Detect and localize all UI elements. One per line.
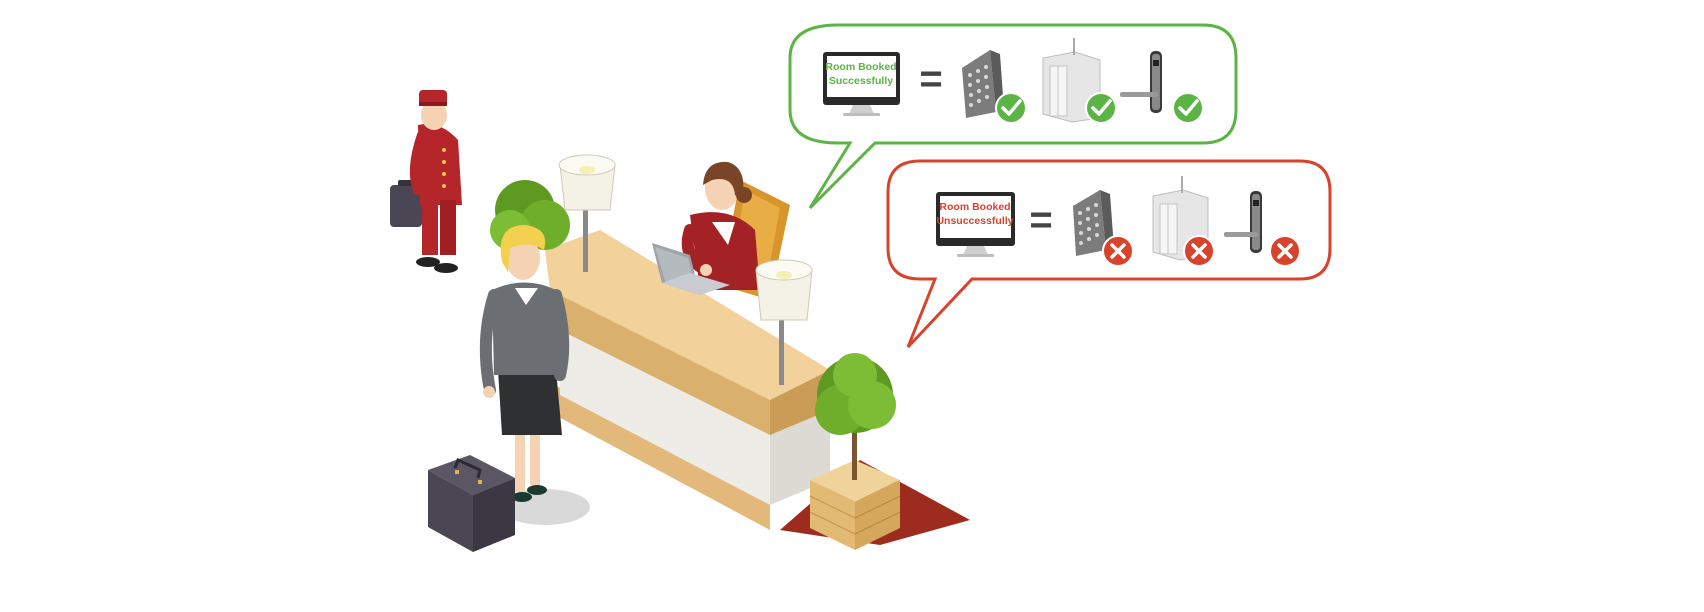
laptop-icon	[652, 243, 730, 295]
failure-message-line1: Room Booked	[939, 201, 1010, 213]
door-handle-icon	[1224, 191, 1262, 253]
failure-message-line2: Unsuccessfully	[936, 215, 1013, 227]
hotel-guest	[479, 225, 570, 502]
potted-tree	[809, 353, 901, 550]
reception-desk	[545, 230, 830, 530]
success-equals: =	[919, 57, 942, 101]
success-speech-bubble: Room Booked Successfully =	[788, 23, 1238, 210]
failure-speech-bubble: Room Booked Unsuccessfully =	[886, 159, 1332, 349]
door-handle-icon	[1120, 51, 1162, 113]
cross-icon	[1102, 235, 1134, 267]
success-message-line1: Room Booked	[825, 61, 896, 73]
bellhop	[390, 90, 462, 273]
failure-equals: =	[1029, 198, 1052, 242]
checkmark-icon	[995, 92, 1027, 124]
checkmark-icon	[1085, 92, 1117, 124]
success-monitor: Room Booked Successfully	[823, 52, 900, 116]
cross-icon	[1183, 235, 1215, 267]
failure-monitor: Room Booked Unsuccessfully	[936, 192, 1015, 257]
success-message-line2: Successfully	[829, 75, 893, 87]
lamp-left	[558, 154, 616, 272]
keypad-icon	[1073, 190, 1114, 256]
cross-icon	[1269, 235, 1301, 267]
receptionist	[681, 161, 790, 300]
checkmark-icon	[1172, 92, 1204, 124]
keypad-icon	[962, 50, 1004, 118]
lamp-right	[755, 259, 813, 385]
suitcase	[428, 455, 515, 552]
